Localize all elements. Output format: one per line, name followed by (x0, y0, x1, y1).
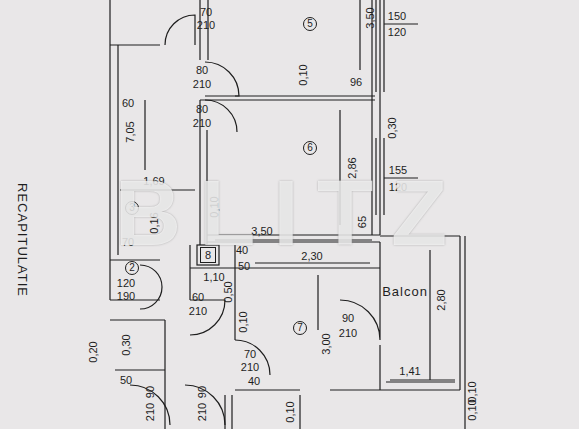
dimension-label: 0,20 (87, 341, 99, 362)
dimension-label: 3,50 (364, 7, 376, 28)
dimension-label: 0,30 (386, 117, 398, 138)
dimension-label: 2,80 (435, 289, 447, 310)
callout-number: 2 (125, 261, 139, 275)
dimension-label: 120 (117, 277, 135, 289)
dimension-label: 0,10 (284, 401, 296, 422)
dimension-label: 210 (339, 327, 357, 339)
dimension-label: 0,50 (222, 281, 234, 302)
dimension-label: 210 (193, 117, 211, 129)
text-label: RECAPITULATIE (16, 183, 28, 297)
dimension-label: 0,10 (297, 64, 309, 85)
dimension-label: 0,10 (466, 399, 478, 420)
watermark: BLITZ (115, 167, 466, 259)
dimension-label: 1,41 (399, 365, 420, 377)
dimension-label: 70 (244, 348, 256, 360)
dimension-label: 210 (144, 403, 156, 421)
dimension-label: 0,10 (237, 311, 249, 332)
dimension-label: 60 (192, 291, 204, 303)
dimension-label: 3,00 (320, 333, 332, 354)
dimension-label: 210 (196, 403, 208, 421)
dimension-label: 150 (388, 10, 406, 22)
dimension-label: 96 (350, 76, 362, 88)
dimension-label: 7,05 (124, 121, 136, 142)
dimension-label: 70 (200, 6, 212, 18)
dimension-label: 210 (193, 78, 211, 90)
dimension-label: 50 (120, 374, 132, 386)
dimension-label: 210 (189, 305, 207, 317)
callout-number: 5 (303, 17, 317, 31)
dimension-label: 90 (144, 386, 156, 398)
dimension-label: 80 (196, 64, 208, 76)
callout-number: 7 (293, 321, 307, 335)
dimension-label: 190 (117, 290, 135, 302)
dimension-label: 0,30 (120, 334, 132, 355)
dimension-label: 80 (196, 103, 208, 115)
dimension-label: 40 (248, 375, 260, 387)
dimension-label: 60 (122, 97, 134, 109)
dimension-label: 90 (196, 386, 208, 398)
dimension-label: 120 (388, 26, 406, 38)
dimension-label: 210 (197, 19, 215, 31)
dimension-label: 210 (241, 361, 259, 373)
dimension-label: 50 (238, 260, 250, 272)
dimension-label: 1,10 (203, 271, 224, 283)
callout-number: 6 (303, 141, 317, 155)
text-label: Balcon (382, 286, 428, 298)
dimension-label: 90 (342, 312, 354, 324)
